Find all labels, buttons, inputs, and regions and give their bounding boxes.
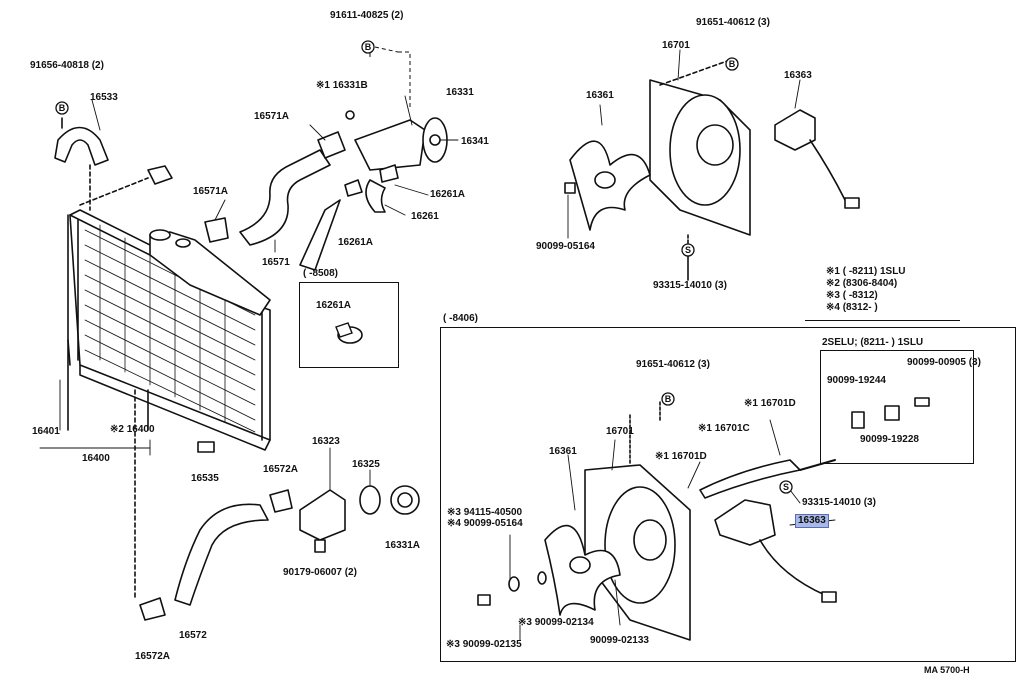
callout-90099-19244[interactable]: 90099-19244 [827,375,886,386]
callout-93315-14010-bottom[interactable]: 93315-14010 (3) [802,497,876,508]
inset-box-large [440,327,1016,662]
svg-text:S: S [685,245,691,255]
callout-90099-02135[interactable]: ※3 90099-02135 [446,639,522,650]
small-box-range: ( -8508) [303,268,339,279]
callout-90099-02133[interactable]: 90099-02133 [590,635,649,646]
callout-16261[interactable]: 16261 [411,211,439,222]
legend-item-3: ※3 ( -8312) [826,290,878,301]
callout-16572a-top[interactable]: 16572A [263,464,299,475]
callout-16401[interactable]: 16401 [32,426,60,437]
callout-16363-top[interactable]: 16363 [784,70,812,81]
callout-16325[interactable]: 16325 [352,459,380,470]
thermostat-drawing [299,485,420,553]
inset-parts-drawing [799,397,930,471]
callout-16361[interactable]: 16361 [549,446,577,457]
callout-91651-40612-top[interactable]: 91651-40612 (3) [696,17,770,28]
callout-16533[interactable]: 16533 [90,92,118,103]
callout-16571[interactable]: 16571 [262,257,290,268]
footer-code: MA 5700-H [924,665,970,675]
callout-16572a-bottom[interactable]: 16572A [135,651,171,662]
svg-text:S: S [783,482,789,492]
callout-90099-02134[interactable]: ※3 90099-02134 [518,617,594,628]
large-box-range: ( -8406) [443,313,479,324]
marker-s-2: S [779,480,793,494]
callout-93315-14010-top[interactable]: 93315-14010 (3) [653,280,727,291]
inset-title: 2SELU; (8211- ) 1SLU [822,337,924,348]
callout-16571a-mid[interactable]: 16571A [193,186,229,197]
svg-text:B: B [365,42,372,52]
callout-16535[interactable]: 16535 [191,473,219,484]
radiator-drawing [67,165,271,451]
inset-box-2selu [820,350,974,464]
callout-16261a-left[interactable]: 16261A [338,237,374,248]
callout-16701-top[interactable]: 16701 [662,40,690,51]
callout-90099-00905[interactable]: 90099-00905 (3) [907,357,981,368]
upper-hose-drawing [204,131,346,246]
callout-91656-40818[interactable]: 91656-40818 (2) [30,60,104,71]
callout-16400[interactable]: 16400 [82,453,110,464]
callout-16400-star[interactable]: ※2 16400 [110,424,155,435]
callout-16701d-top[interactable]: ※1 16701D [744,398,796,409]
callout-90099-05164-top[interactable]: 90099-05164 [536,241,595,252]
callout-16361-top[interactable]: 16361 [586,90,614,101]
marker-b-4: B [661,392,675,406]
callout-16331a[interactable]: 16331A [385,540,421,551]
svg-text:B: B [59,103,66,113]
legend-divider [805,320,960,321]
drain-plug-drawing [197,441,215,453]
bracket-drawing [54,117,109,211]
callout-16363-highlighted[interactable]: 16363 [795,514,829,528]
callout-90099-19228[interactable]: 90099-19228 [860,434,919,445]
callout-16701c[interactable]: ※1 16701C [698,423,750,434]
legend-item-2: ※2 (8306-8404) [826,278,898,289]
svg-text:B: B [729,59,736,69]
callout-16331[interactable]: 16331 [446,87,474,98]
callout-16261a-box[interactable]: 16261A [316,300,352,311]
callout-16572[interactable]: 16572 [179,630,207,641]
fan-shroud-bottom-drawing [477,399,837,641]
callout-16341[interactable]: 16341 [461,136,489,147]
marker-s-1: S [681,243,695,257]
marker-b-1: B [361,40,375,54]
lower-hose-drawing [134,389,293,621]
callout-90179-06007[interactable]: 90179-06007 (2) [283,567,357,578]
callout-91651-40612-bottom[interactable]: 91651-40612 (3) [636,359,710,370]
callout-94115-40500[interactable]: ※3 94115-40500 [447,507,523,518]
callout-16701[interactable]: 16701 [606,426,634,437]
clamp-icon [335,322,363,344]
callout-16331b[interactable]: ※1 16331B [316,80,368,91]
callout-90099-05164[interactable]: ※4 90099-05164 [447,518,523,529]
callout-16701d-mid[interactable]: ※1 16701D [655,451,707,462]
legend-item-1: ※1 ( -8211) 1SLU [826,266,906,277]
water-outlet-drawing [299,110,448,271]
callout-91611-40825[interactable]: 91611-40825 (2) [330,10,404,21]
callout-16571a-top[interactable]: 16571A [254,111,290,122]
callout-16323[interactable]: 16323 [312,436,340,447]
marker-b-3: B [725,57,739,71]
fan-shroud-top-drawing [564,59,860,281]
svg-text:B: B [665,394,672,404]
callout-16261a-right[interactable]: 16261A [430,189,466,200]
marker-b-2: B [55,101,69,115]
legend-item-4: ※4 (8312- ) [826,302,878,313]
inset-box-small [299,282,399,368]
